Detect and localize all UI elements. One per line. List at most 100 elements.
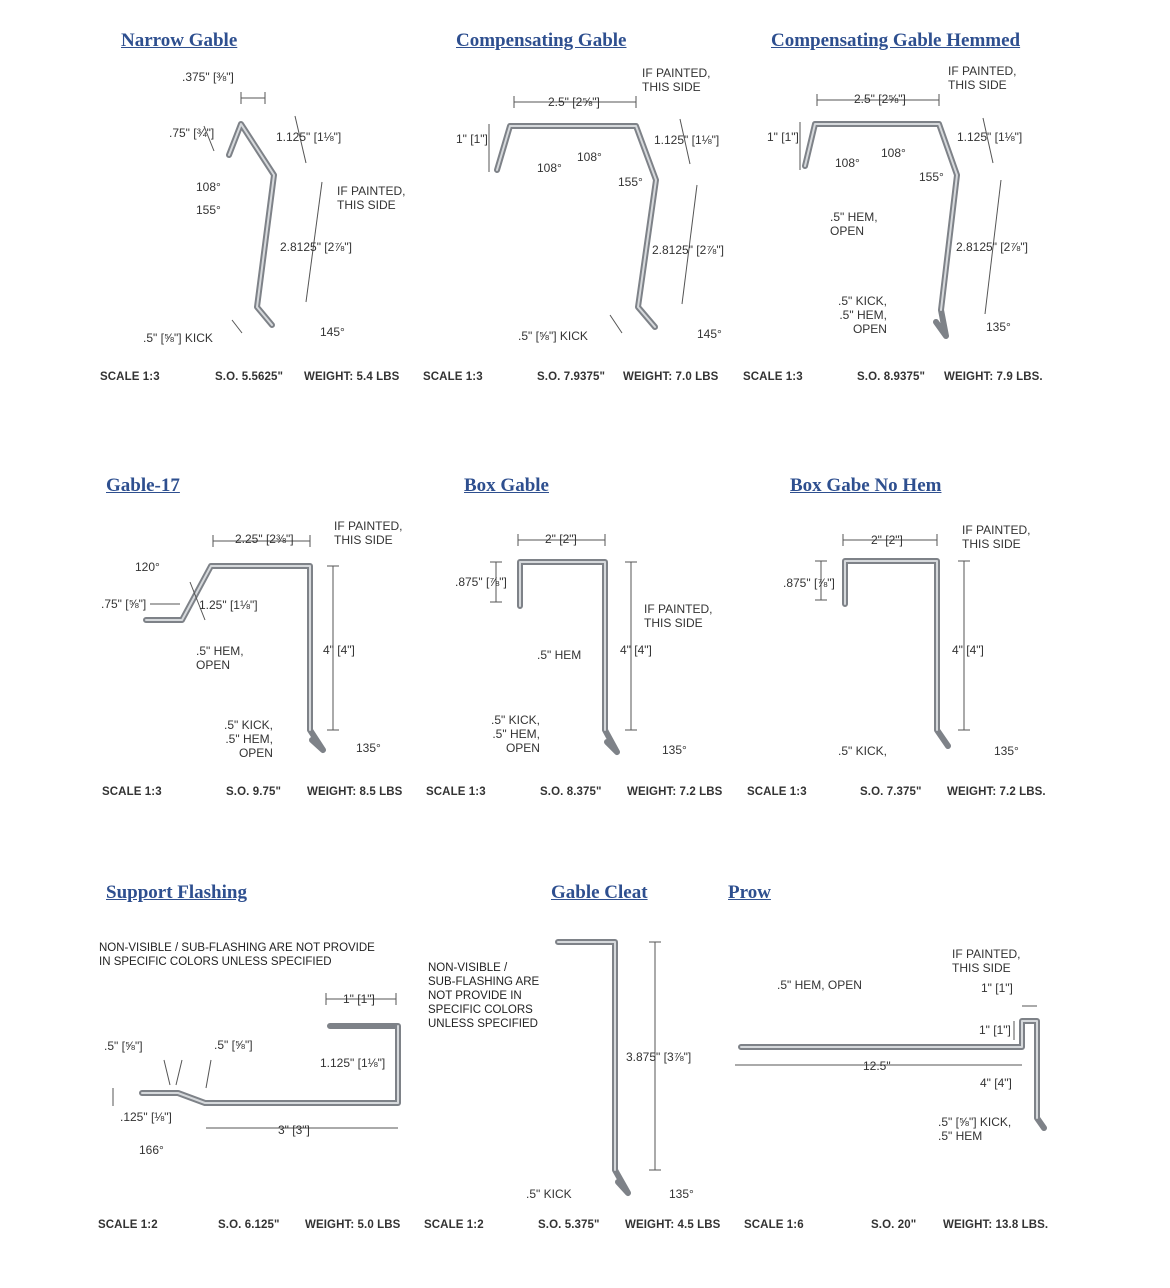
- scale-label: SCALE 1:3: [743, 371, 803, 383]
- dim-label: 1" [1"]: [767, 130, 799, 144]
- profile-title[interactable]: Box Gable: [464, 475, 549, 496]
- dim-label: 1" [1"]: [981, 981, 1013, 995]
- paint-side-label: IF PAINTED, THIS SIDE: [948, 64, 1017, 92]
- angle-label: 120°: [135, 560, 160, 574]
- scale-label: SCALE 1:3: [747, 786, 807, 798]
- prow-drawing: [735, 1005, 1047, 1131]
- profile-title[interactable]: Gable-17: [106, 475, 180, 496]
- dim-label: 2" [2"]: [871, 533, 903, 547]
- so-label: S.O. 9.75": [226, 786, 282, 798]
- weight-label: WEIGHT: 7.9 LBS.: [944, 371, 1043, 383]
- scale-label: SCALE 1:6: [744, 1219, 804, 1231]
- dim-label: .125" [⅛"]: [120, 1110, 172, 1124]
- angle-label: 135°: [356, 741, 381, 755]
- scale-label: SCALE 1:3: [426, 786, 486, 798]
- dim-label: 2" [2"]: [545, 532, 577, 546]
- narrow-gable-drawing: [203, 92, 323, 334]
- dim-label: 1" [1"]: [456, 132, 488, 146]
- profile-title[interactable]: Prow: [728, 882, 771, 903]
- weight-label: WEIGHT: 7.2 LBS.: [947, 786, 1046, 798]
- dim-label: 4" [4"]: [323, 643, 355, 657]
- paint-side-label: IF PAINTED, THIS SIDE: [644, 602, 713, 630]
- weight-label: WEIGHT: 7.0 LBS: [623, 371, 719, 383]
- paint-side-label: IF PAINTED, THIS SIDE: [962, 523, 1031, 551]
- angle-label: 135°: [662, 743, 687, 757]
- dim-label: 1.25" [1⅛"]: [199, 598, 258, 612]
- compensating-gable-hemmed-drawing: [799, 94, 1002, 339]
- profile-title[interactable]: Support Flashing: [106, 882, 247, 903]
- angle-label: 108°: [196, 180, 221, 194]
- dim-label: .375" [⅜"]: [182, 70, 234, 84]
- angle-label: 108°: [537, 161, 562, 175]
- dim-label: 3.875" [3⅞"]: [626, 1050, 692, 1064]
- profile-title[interactable]: Gable Cleat: [551, 882, 648, 903]
- weight-label: WEIGHT: 5.4 LBS: [304, 371, 400, 383]
- angle-label: 166°: [139, 1143, 164, 1157]
- weight-label: WEIGHT: 4.5 LBS: [625, 1219, 721, 1231]
- so-label: S.O. 8.375": [540, 786, 602, 798]
- gable-cleat-drawing: [555, 939, 661, 1196]
- angle-label: 108°: [835, 156, 860, 170]
- dim-label: .5" [⅝"]: [104, 1039, 143, 1053]
- box-gabe-no-hem-drawing: [815, 534, 970, 749]
- dim-label: 1.125" [1⅛"]: [276, 130, 342, 144]
- dim-label: .75" [¾"]: [169, 126, 215, 140]
- hem-label: .5" HEM, OPEN: [830, 210, 878, 238]
- kick-label: .5" KICK: [526, 1187, 572, 1201]
- dim-label: 2.5" [2⅝"]: [548, 95, 600, 109]
- hem-label: .5" HEM, OPEN: [196, 644, 244, 672]
- angle-label: 135°: [994, 744, 1019, 758]
- weight-label: WEIGHT: 5.0 LBS: [305, 1219, 401, 1231]
- dim-label: 1.125" [1⅛"]: [320, 1056, 386, 1070]
- angle-label: 108°: [577, 150, 602, 164]
- angle-label: 108°: [881, 146, 906, 160]
- sub-flashing-note: NON-VISIBLE / SUB-FLASHING ARE NOT PROVI…: [428, 962, 540, 1030]
- angle-label: 155°: [618, 175, 643, 189]
- dim-label: 1.125" [1⅛"]: [957, 130, 1023, 144]
- dim-label: 2.25" [2⅜"]: [235, 532, 294, 546]
- profile-title[interactable]: Box Gabe No Hem: [790, 475, 942, 496]
- paint-side-label: IF PAINTED, THIS SIDE: [952, 947, 1021, 975]
- weight-label: WEIGHT: 13.8 LBS.: [943, 1219, 1049, 1231]
- dim-label: 3" [3"]: [278, 1123, 310, 1137]
- paint-side-label: IF PAINTED, THIS SIDE: [642, 66, 711, 94]
- kick-label: .5" KICK, .5" HEM, OPEN: [838, 294, 887, 336]
- angle-label: 145°: [697, 327, 722, 341]
- scale-label: SCALE 1:2: [98, 1219, 158, 1231]
- so-label: S.O. 6.125": [218, 1219, 280, 1231]
- dim-label: 4" [4"]: [620, 643, 652, 657]
- dim-label: .75" [⅝"]: [101, 597, 147, 611]
- compensating-gable-drawing: [488, 96, 698, 334]
- profile-title[interactable]: Compensating Gable Hemmed: [771, 30, 1021, 51]
- so-label: S.O. 5.375": [538, 1219, 600, 1231]
- so-label: S.O. 7.375": [860, 786, 922, 798]
- paint-side-label: IF PAINTED, THIS SIDE: [334, 519, 403, 547]
- dim-label: 4" [4"]: [980, 1076, 1012, 1090]
- angle-label: 145°: [320, 325, 345, 339]
- profile-title[interactable]: Compensating Gable: [456, 30, 627, 51]
- dim-label: 1.125" [1⅛"]: [654, 133, 720, 147]
- scale-label: SCALE 1:3: [102, 786, 162, 798]
- scale-label: SCALE 1:2: [424, 1219, 484, 1231]
- angle-label: 155°: [919, 170, 944, 184]
- dim-label: 2.8125" [2⅞"]: [652, 243, 724, 257]
- kick-label: .5" [⅝"] KICK, .5" HEM: [938, 1115, 1012, 1143]
- dim-label: .5" [⅝"]: [214, 1038, 253, 1052]
- box-gable-drawing: [490, 534, 637, 755]
- dim-label: 2.5" [2⅝"]: [854, 92, 906, 106]
- so-label: S.O. 20": [871, 1219, 917, 1231]
- kick-label: .5" [⅝"] KICK: [518, 329, 588, 343]
- so-label: S.O. 7.9375": [537, 371, 606, 383]
- kick-label: .5" KICK, .5" HEM, OPEN: [224, 718, 273, 760]
- dim-label: 1" [1"]: [343, 992, 375, 1006]
- weight-label: WEIGHT: 8.5 LBS: [307, 786, 403, 798]
- paint-side-label: IF PAINTED, THIS SIDE: [337, 184, 406, 212]
- support-flashing-drawing: [112, 993, 401, 1129]
- hem-label: .5" HEM, OPEN: [777, 978, 862, 992]
- sub-flashing-note: NON-VISIBLE / SUB-FLASHING ARE NOT PROVI…: [99, 942, 375, 968]
- dim-label: 2.8125" [2⅞"]: [280, 240, 352, 254]
- hem-label: .5" HEM: [537, 648, 582, 662]
- profile-title[interactable]: Narrow Gable: [121, 30, 238, 51]
- angle-label: 155°: [196, 203, 221, 217]
